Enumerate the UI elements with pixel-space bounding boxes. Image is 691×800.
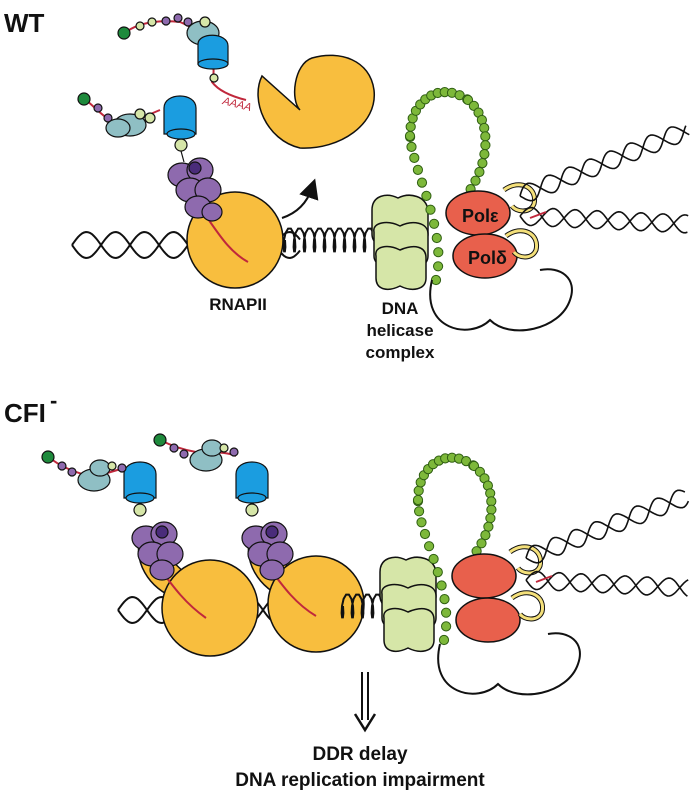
- cfi-bead: [439, 594, 450, 605]
- cfi-cluster-2: [235, 461, 294, 581]
- cfi-title-superscript: -: [50, 388, 57, 413]
- cfi-polymerases: [451, 544, 546, 643]
- wt-primer: [529, 211, 547, 219]
- wt-bead: [454, 90, 465, 101]
- cfi-bead: [424, 541, 435, 552]
- wt-bead: [421, 190, 432, 201]
- wt-supercoiled-dna: [282, 227, 377, 253]
- wt-lagging-loop: [429, 268, 573, 332]
- cfi-cluster-1: [123, 461, 184, 581]
- cfi-supercoiled-dna: [340, 593, 385, 619]
- helicase-label-line2: helicase: [366, 321, 433, 340]
- pol-delta-label: Polδ: [468, 248, 507, 268]
- cfi-bead: [416, 517, 427, 528]
- wt-daughter-dna: [519, 125, 690, 234]
- cfi-rnapii-1: [137, 530, 259, 657]
- cfi-bead: [483, 521, 494, 532]
- pol-epsilon-label: Polε: [462, 206, 499, 226]
- cfi-bead: [486, 504, 497, 515]
- cfi-bead: [441, 621, 452, 632]
- cfi-bead: [480, 530, 491, 541]
- wt-bead: [425, 204, 436, 215]
- wt-bead: [480, 131, 491, 142]
- wt-polymerases: Polε Polδ: [445, 182, 540, 279]
- cfi-bead: [413, 485, 424, 496]
- cfi-ctd-chain-1: [41, 450, 127, 492]
- wt-cfi-cluster: [163, 95, 223, 222]
- wt-bead: [406, 141, 417, 152]
- cfi-primer: [535, 575, 553, 583]
- wt-bead: [430, 274, 442, 286]
- cfi-bead: [419, 528, 431, 540]
- cfi-lagging-loop: [437, 632, 581, 696]
- cfi-title: CFI: [4, 398, 46, 428]
- rnapii-label: RNAPII: [209, 295, 267, 314]
- outcome-line2: DNA replication impairment: [235, 770, 485, 791]
- wt-bead: [477, 158, 488, 169]
- wt-bead: [431, 232, 442, 244]
- cfi-bead: [436, 580, 447, 591]
- cfi-bead: [412, 494, 424, 506]
- cfi-ctd-chain-2: [153, 433, 239, 472]
- wt-bead: [429, 218, 440, 229]
- wt-bead: [412, 164, 423, 175]
- cfi-bead: [441, 607, 452, 618]
- wt-bead: [409, 152, 420, 163]
- wt-ctd-chain-left: [77, 92, 161, 138]
- cfi-bead: [432, 567, 443, 578]
- cfi-bead: [476, 538, 487, 549]
- wt-bead: [474, 166, 485, 178]
- cfi-bead: [428, 553, 439, 565]
- cfi-bead-loop: [412, 452, 497, 646]
- wt-bead: [479, 122, 490, 134]
- wt-panel: WT: [4, 8, 690, 362]
- wt-bead-loop: [404, 87, 491, 286]
- cfi-daughter-dna: [525, 489, 690, 597]
- wt-released-rnapii: [257, 54, 375, 149]
- wt-bead: [470, 175, 481, 186]
- outcome-arrow: [353, 672, 377, 733]
- wt-bead: [433, 247, 444, 258]
- wt-bead: [405, 121, 416, 132]
- wt-bead: [480, 140, 491, 151]
- wt-helicase-complex: [371, 194, 429, 291]
- wt-title: WT: [4, 8, 45, 38]
- cfi-helicase-complex: [379, 556, 437, 653]
- wt-bead: [479, 149, 490, 160]
- cfi-bead: [414, 506, 425, 517]
- wt-bead: [433, 261, 444, 272]
- wt-bead: [404, 130, 416, 142]
- helicase-label-line3: complex: [366, 343, 436, 362]
- cfi-bead: [438, 634, 450, 646]
- wt-bead: [416, 177, 428, 188]
- wt-release-arrow: [281, 178, 319, 219]
- outcome-line1: DDR delay: [312, 744, 407, 765]
- polya-tail-label: AAAA: [220, 95, 252, 114]
- helicase-label-line1: DNA: [382, 299, 419, 318]
- cfi-panel: CFI -: [4, 388, 690, 791]
- cfi-bead: [485, 513, 496, 524]
